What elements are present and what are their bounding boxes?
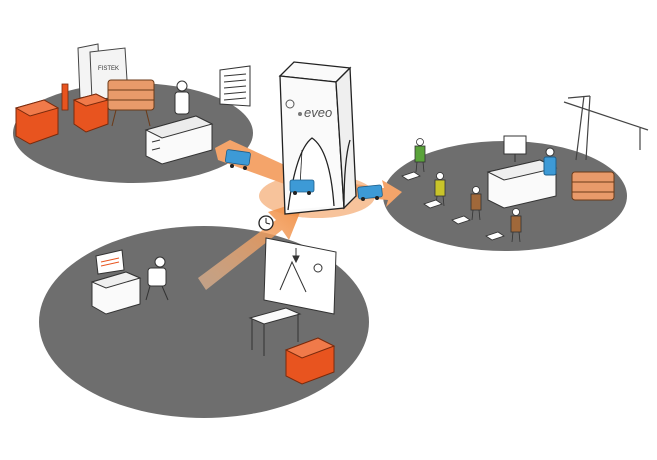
- roll-stand: [61, 83, 69, 111]
- hub-logo-text: eveo: [304, 105, 332, 120]
- office-desk: [90, 271, 142, 315]
- platform-print-shop: [13, 83, 253, 183]
- truck-icon: [357, 184, 383, 201]
- crane: [563, 95, 649, 161]
- clock-icon: [258, 215, 274, 231]
- worker: [434, 172, 446, 207]
- side-table: [248, 307, 302, 356]
- design-office-scene: [90, 237, 337, 385]
- hub-logo: eveo: [285, 99, 332, 120]
- construction-scene: [401, 95, 649, 243]
- person-clerk: [174, 80, 190, 115]
- printer-brand-label: FISTEK: [98, 66, 119, 72]
- truck-icon: [225, 149, 251, 170]
- document-stack: [401, 171, 505, 241]
- orange-machine: [284, 337, 336, 385]
- truck-icon: [289, 179, 315, 195]
- worker: [510, 208, 522, 243]
- presentation-board: [263, 237, 337, 315]
- computer-monitor: [503, 135, 527, 162]
- office-desk: [486, 159, 558, 209]
- computer-monitor: [95, 249, 125, 275]
- orange-machine: [14, 99, 60, 145]
- arrow-from-design-office: [198, 200, 305, 290]
- person-engineer: [543, 147, 557, 176]
- orange-machine: [72, 93, 110, 133]
- service-counter: [144, 115, 214, 165]
- wide-format-printer: [107, 79, 155, 127]
- worker: [414, 138, 426, 173]
- wide-format-printer: [571, 171, 615, 201]
- person-designer: [145, 256, 169, 301]
- print-shop-scene: FISTEK: [14, 43, 251, 165]
- worker: [470, 186, 482, 221]
- wall-chart: [219, 65, 251, 107]
